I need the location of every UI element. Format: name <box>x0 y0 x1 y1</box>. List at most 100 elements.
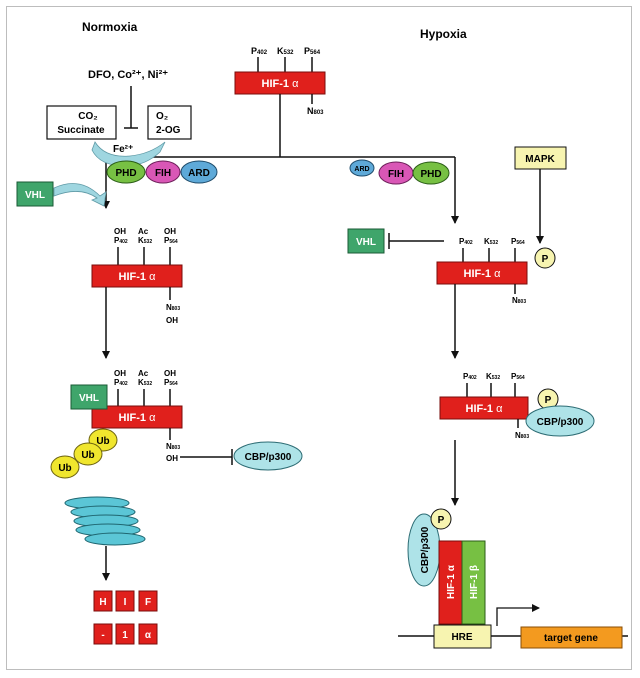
transcription-start-arrow <box>496 604 540 626</box>
svg-text:HIF-1 α: HIF-1 α <box>262 78 300 90</box>
svg-text:N803: N803 <box>512 296 526 305</box>
vhl-hypoxia: VHL <box>347 228 385 254</box>
svg-text:Ub: Ub <box>96 436 109 447</box>
svg-text:CBP/p300: CBP/p300 <box>420 526 431 573</box>
svg-text:VHL: VHL <box>356 237 376 248</box>
svg-text:HRE: HRE <box>451 632 472 643</box>
target-gene-box: target gene <box>520 626 623 649</box>
svg-text:Succinate: Succinate <box>57 125 105 136</box>
hif1a-hypoxia-phosphorylated: P402 K532 P564 HIF-1 α N803 <box>436 237 528 305</box>
mapk-box: MAPK <box>514 146 567 170</box>
hypoxia-header: Hypoxia <box>420 27 467 41</box>
svg-text:OH: OH <box>164 227 176 236</box>
svg-text:FIH: FIH <box>155 168 171 179</box>
svg-text:HIF-1 α: HIF-1 α <box>464 268 502 280</box>
svg-text:K532: K532 <box>486 372 500 381</box>
site-k532-label: K <box>277 46 284 56</box>
svg-text:CBP/p300: CBP/p300 <box>245 452 292 463</box>
ubiquitin-chain: Ub Ub Ub <box>50 428 118 479</box>
site-p564-label: P <box>304 46 310 56</box>
svg-text:P564: P564 <box>164 236 178 245</box>
fih-hypoxia: FIH <box>378 161 414 185</box>
svg-text:2-OG: 2-OG <box>156 125 181 136</box>
hif1a-top: P402 K532 P564 HIF-1 α N803 <box>234 46 326 116</box>
phospho-badge-2: P <box>537 388 559 410</box>
svg-text:P402: P402 <box>114 236 128 245</box>
svg-text:OH: OH <box>114 227 126 236</box>
svg-text:F: F <box>145 597 151 608</box>
vhl-bound: VHL <box>70 384 108 410</box>
phd-hypoxia: PHD <box>412 161 450 185</box>
proteasome <box>64 496 146 546</box>
svg-text:OH: OH <box>166 454 178 463</box>
svg-text:VHL: VHL <box>25 190 45 201</box>
svg-text:K532: K532 <box>277 46 294 56</box>
svg-text:ARD: ARD <box>354 166 369 173</box>
svg-text:K532: K532 <box>138 236 152 245</box>
site-p402-label: P <box>251 46 257 56</box>
svg-text:P564: P564 <box>304 46 321 56</box>
hif-fragments: H I F - 1 α <box>93 590 158 645</box>
svg-text:target gene: target gene <box>544 633 598 644</box>
cofactor-curve-arrow <box>91 141 166 167</box>
inhibitors-label: DFO, Co²⁺, Ni²⁺ <box>88 69 168 81</box>
svg-text:H: H <box>99 597 106 608</box>
svg-text:MAPK: MAPK <box>525 154 555 165</box>
svg-text:HIF-1 α: HIF-1 α <box>119 271 157 283</box>
site-n803-label: N <box>307 106 314 116</box>
svg-text:Ac: Ac <box>138 369 149 378</box>
svg-text:CO₂: CO₂ <box>78 111 97 122</box>
svg-text:P402: P402 <box>459 237 473 246</box>
svg-text:OH: OH <box>166 316 178 325</box>
svg-text:ARD: ARD <box>188 168 210 179</box>
svg-text:K532: K532 <box>484 237 498 246</box>
svg-text:FIH: FIH <box>388 169 404 180</box>
figure-frame <box>6 6 632 670</box>
svg-text:Ac: Ac <box>138 227 149 236</box>
iron-label: Fe²⁺ <box>113 144 133 155</box>
hif1b-complex: HIF-1 β <box>461 540 486 625</box>
svg-text:P402: P402 <box>251 46 268 56</box>
svg-text:-: - <box>101 630 104 641</box>
svg-text:HIF-1 α: HIF-1 α <box>446 564 457 599</box>
hre-box: HRE <box>433 624 492 649</box>
phd-normoxia: PHD <box>106 160 146 184</box>
svg-text:CBP/p300: CBP/p300 <box>537 417 584 428</box>
phospho-badge-1: P <box>534 247 556 269</box>
svg-text:Ub: Ub <box>81 450 94 461</box>
svg-text:OH: OH <box>114 369 126 378</box>
fih-normoxia: FIH <box>145 160 181 184</box>
svg-text:PHD: PHD <box>115 168 136 179</box>
ard-hypoxia: ARD <box>349 159 375 177</box>
svg-text:P564: P564 <box>511 372 525 381</box>
svg-text:P: P <box>438 515 445 526</box>
hif1a-normoxia-hydroxylated: OH Ac OH P402 K532 P564 HIF-1 α N803 OH <box>91 227 183 325</box>
svg-text:HIF-1 α: HIF-1 α <box>466 403 504 415</box>
svg-text:P: P <box>542 254 549 265</box>
vhl-curve-arrow <box>53 183 107 207</box>
svg-text:VHL: VHL <box>79 393 99 404</box>
svg-text:N803: N803 <box>166 442 180 451</box>
hif1a-normoxia-vhl-bound: OH Ac OH P402 K532 P564 HIF-1 α N803 OH <box>91 369 183 463</box>
svg-text:N803: N803 <box>166 303 180 312</box>
svg-text:N803: N803 <box>515 431 529 440</box>
svg-text:P564: P564 <box>164 378 178 387</box>
svg-text:PHD: PHD <box>420 169 441 180</box>
svg-text:P564: P564 <box>511 237 525 246</box>
normoxia-header: Normoxia <box>82 20 138 34</box>
svg-text:1: 1 <box>122 630 128 641</box>
svg-text:I: I <box>124 597 127 608</box>
hif1a-top-label: HIF-1 <box>262 78 290 90</box>
vhl-top: VHL <box>16 181 54 207</box>
svg-text:O₂: O₂ <box>156 111 168 122</box>
svg-text:P402: P402 <box>463 372 477 381</box>
svg-text:P402: P402 <box>114 378 128 387</box>
cbp-hypoxia: CBP/p300 <box>525 405 595 437</box>
hif1a-hypoxia-cbp-bound: P402 K532 P564 HIF-1 α N803 <box>439 372 529 440</box>
svg-text:P: P <box>545 395 552 406</box>
svg-text:HIF-1 β: HIF-1 β <box>469 565 480 599</box>
svg-text:HIF-1 α: HIF-1 α <box>119 412 157 424</box>
svg-text:OH: OH <box>164 369 176 378</box>
phospho-badge-3: P <box>430 508 452 530</box>
